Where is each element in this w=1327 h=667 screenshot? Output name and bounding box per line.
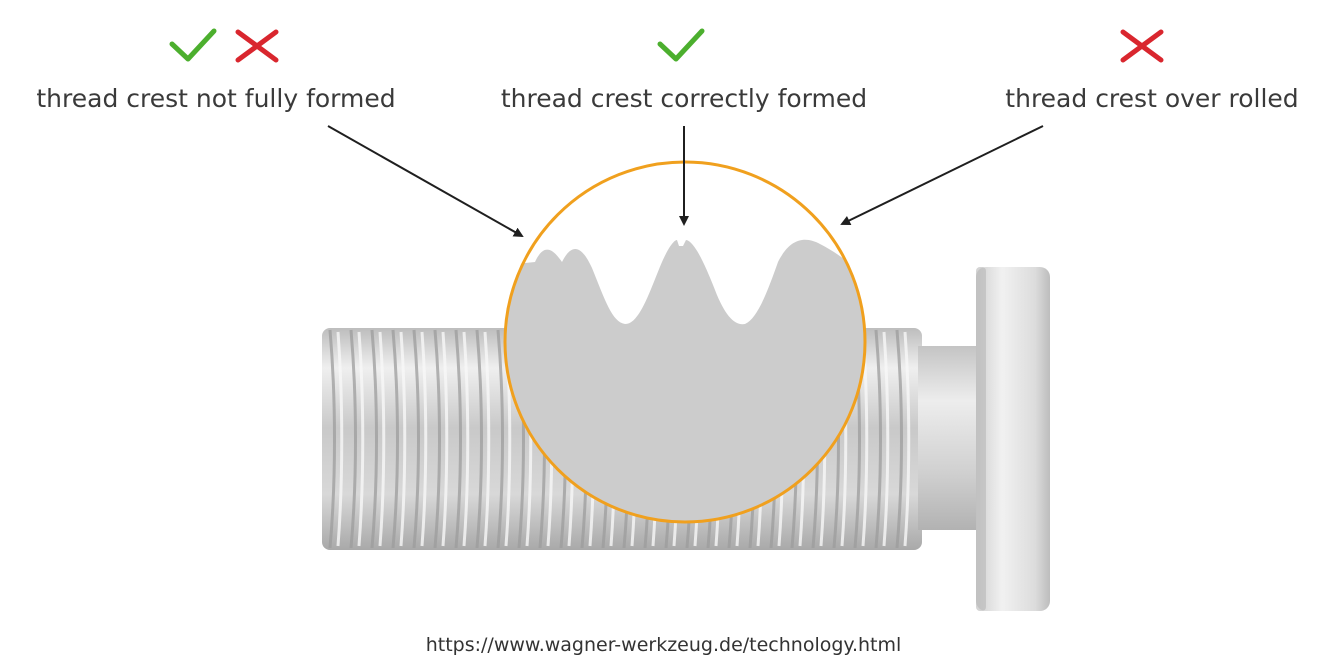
label-correctly-formed: thread crest correctly formed — [501, 84, 867, 113]
bolt-head — [976, 267, 1050, 611]
arrow-icon — [327, 125, 524, 237]
check-mark-icon — [169, 28, 217, 62]
thread-groove — [454, 329, 462, 549]
thread-groove — [475, 329, 483, 549]
magnifier — [503, 160, 867, 524]
thread-crest-highlight — [357, 331, 365, 547]
check-mark-icon — [657, 28, 705, 62]
label-over-rolled: thread crest over rolled — [1005, 84, 1298, 113]
thread-groove — [349, 329, 357, 549]
thread-crest-highlight — [462, 331, 470, 547]
thread-groove — [412, 329, 420, 549]
thread-crest-highlight — [420, 331, 428, 547]
thread-profile-cross-section — [505, 239, 865, 522]
thread-crest-highlight — [882, 331, 890, 547]
thread-crest-highlight — [483, 331, 491, 547]
bolt-neck — [918, 346, 980, 530]
thread-groove — [328, 329, 336, 549]
thread-groove — [370, 329, 378, 549]
source-url[interactable]: https://www.wagner-werkzeug.de/technolog… — [425, 634, 902, 656]
thread-crest-highlight — [903, 331, 911, 547]
arrows — [327, 125, 1044, 237]
thread-crest-highlight — [399, 331, 407, 547]
label-not-fully-formed: thread crest not fully formed — [36, 84, 395, 113]
thread-groove — [391, 329, 399, 549]
thread-groove — [496, 329, 504, 549]
thread-crest-highlight — [336, 331, 344, 547]
cross-mark-icon — [235, 29, 279, 63]
thread-groove — [433, 329, 441, 549]
thread-crest-highlight — [378, 331, 386, 547]
bolt-head-edge — [976, 267, 986, 611]
thread-crest-highlight — [441, 331, 449, 547]
thread-groove — [874, 329, 882, 549]
arrow-icon — [840, 125, 1044, 225]
thread-groove — [895, 329, 903, 549]
cross-mark-icon — [1120, 29, 1164, 63]
